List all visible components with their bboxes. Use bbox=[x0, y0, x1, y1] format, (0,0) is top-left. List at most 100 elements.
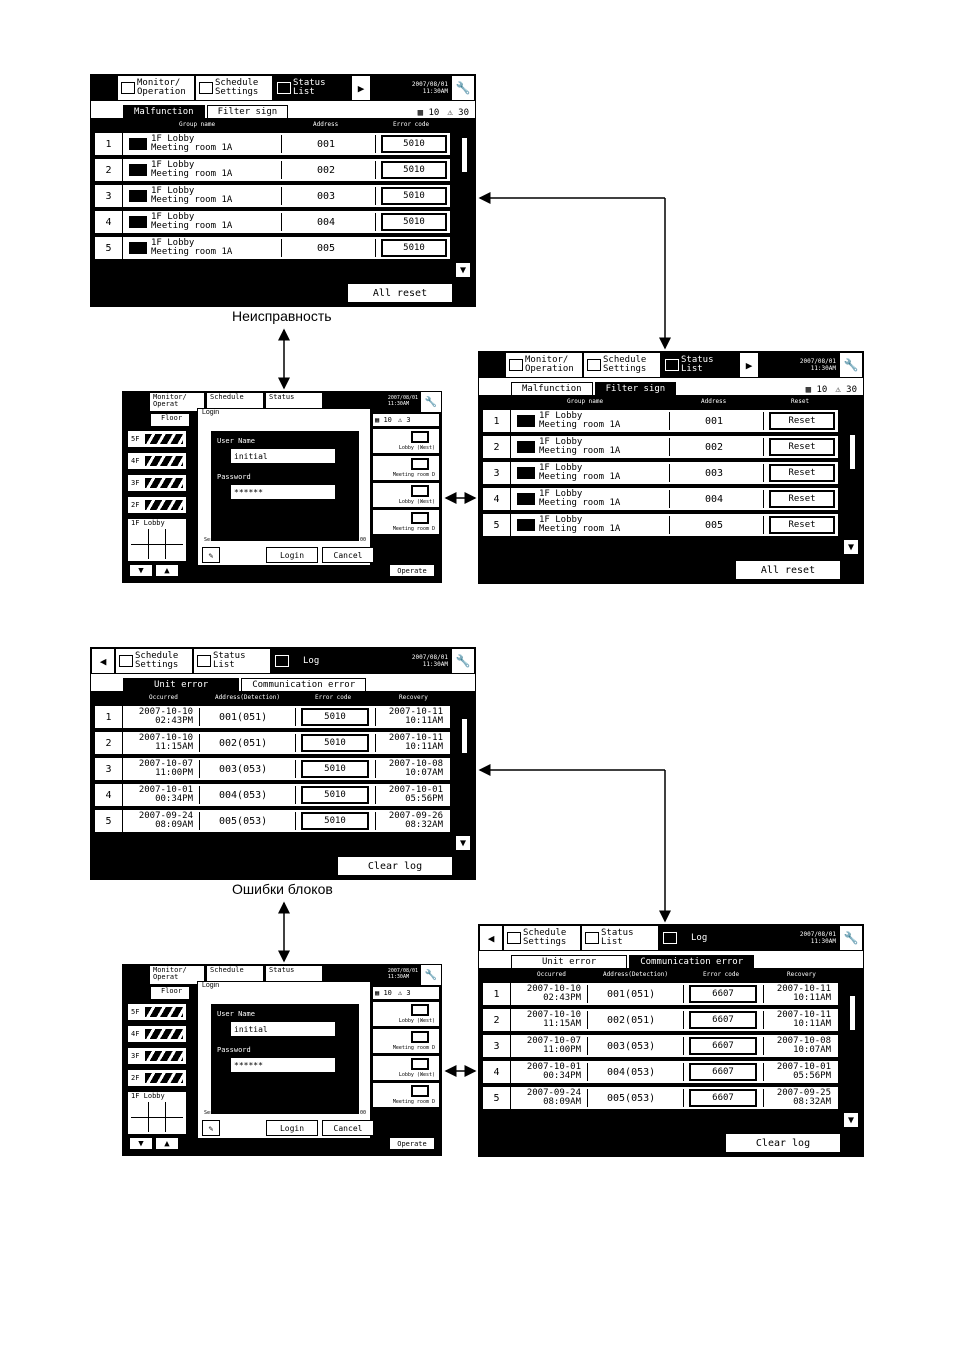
code-button[interactable]: 5010 bbox=[381, 239, 447, 257]
error-code-button[interactable]: 6607 bbox=[689, 1037, 757, 1055]
code-button[interactable]: 5010 bbox=[381, 187, 447, 205]
scroll-down-button[interactable]: ▼ bbox=[455, 262, 471, 278]
scroll-down-button[interactable]: ▼ bbox=[455, 835, 471, 851]
clear-log-button[interactable]: Clear log bbox=[725, 1133, 841, 1153]
scrollbar[interactable] bbox=[845, 401, 859, 523]
log-button[interactable]: Log bbox=[271, 648, 371, 674]
code-button[interactable]: Reset bbox=[769, 412, 835, 430]
code-button[interactable]: Reset bbox=[769, 490, 835, 508]
scrollbar[interactable] bbox=[845, 974, 859, 1096]
floor-item[interactable]: 2F bbox=[127, 1069, 187, 1087]
error-code-button[interactable]: 6607 bbox=[689, 1063, 757, 1081]
scroll-down-button[interactable]: ▼ bbox=[843, 1112, 859, 1128]
error-code-button[interactable]: 5010 bbox=[301, 760, 369, 778]
scrollbar[interactable] bbox=[457, 124, 471, 246]
status-list-button[interactable]: Status List bbox=[581, 925, 659, 951]
tab-unit-error[interactable]: Unit error bbox=[511, 955, 628, 968]
error-code-button[interactable]: 5010 bbox=[301, 786, 369, 804]
floor-item[interactable]: 2F bbox=[127, 496, 187, 514]
wrench-icon[interactable]: 🔧 bbox=[421, 392, 441, 412]
tab-malfunction[interactable]: Malfunction bbox=[123, 105, 205, 118]
floor-item[interactable]: 4F bbox=[127, 452, 187, 470]
schedule-settings-button[interactable]: Schedule Settings bbox=[115, 648, 193, 674]
tab-malfunction[interactable]: Malfunction bbox=[511, 382, 593, 395]
status-list-button[interactable]: Status List bbox=[193, 648, 271, 674]
status-list-button[interactable]: Status List bbox=[273, 75, 351, 101]
operate-button[interactable]: Operate bbox=[389, 564, 435, 577]
keyboard-icon[interactable]: ✎ bbox=[202, 547, 220, 563]
group-tile[interactable]: Meeting room D bbox=[373, 1083, 439, 1107]
monitor-operation-button[interactable]: Monitor/ Operat bbox=[149, 392, 205, 412]
scrollbar[interactable] bbox=[457, 697, 471, 819]
floor-item[interactable]: 3F bbox=[127, 1047, 187, 1065]
wrench-icon[interactable]: 🔧 bbox=[451, 648, 475, 674]
up-arrow-button[interactable]: ▲ bbox=[155, 1137, 179, 1150]
user-name-field[interactable]: initial bbox=[231, 1022, 335, 1036]
group-tile[interactable]: Lobby (West) bbox=[373, 483, 439, 507]
cancel-button[interactable]: Cancel bbox=[322, 1120, 374, 1136]
group-tile[interactable]: Lobby (West) bbox=[373, 1002, 439, 1026]
schedule-settings-button[interactable]: Schedule Settings bbox=[503, 925, 581, 951]
floor-item[interactable]: 5F bbox=[127, 430, 187, 448]
password-field[interactable]: ****** bbox=[231, 1058, 335, 1072]
code-button[interactable]: 5010 bbox=[381, 135, 447, 153]
monitor-operation-button[interactable]: Monitor/ Operat bbox=[149, 965, 205, 985]
wrench-icon[interactable]: 🔧 bbox=[421, 965, 441, 985]
code-button[interactable]: 5010 bbox=[381, 213, 447, 231]
error-code-button[interactable]: 6607 bbox=[689, 985, 757, 1003]
monitor-operation-button[interactable]: Monitor/ Operation bbox=[505, 352, 583, 378]
group-tile[interactable]: Meeting room D bbox=[373, 1029, 439, 1053]
error-code-button[interactable]: 5010 bbox=[301, 812, 369, 830]
group-tile[interactable]: Lobby (West) bbox=[373, 1056, 439, 1080]
floor-item[interactable]: 3F bbox=[127, 474, 187, 492]
group-tile[interactable]: Meeting room D bbox=[373, 456, 439, 480]
tab-unit-error[interactable]: Unit error bbox=[123, 678, 240, 691]
code-button[interactable]: Reset bbox=[769, 438, 835, 456]
code-button[interactable]: Reset bbox=[769, 516, 835, 534]
login-button[interactable]: Login bbox=[266, 547, 318, 563]
group-tile[interactable]: Meeting room D bbox=[373, 510, 439, 534]
floor-item[interactable]: 5F bbox=[127, 1003, 187, 1021]
error-code-button[interactable]: 6607 bbox=[689, 1011, 757, 1029]
clear-log-button[interactable]: Clear log bbox=[337, 856, 453, 876]
scroll-down-button[interactable]: ▼ bbox=[843, 539, 859, 555]
all-reset-button[interactable]: All reset bbox=[735, 560, 841, 580]
tab-filter-sign[interactable]: Filter sign bbox=[594, 382, 677, 395]
error-code-button[interactable]: 5010 bbox=[301, 734, 369, 752]
wrench-icon[interactable]: 🔧 bbox=[451, 75, 475, 101]
next-arrow-button[interactable]: ▶ bbox=[351, 75, 371, 101]
error-code-button[interactable]: 6607 bbox=[689, 1089, 757, 1107]
login-button[interactable]: Login bbox=[266, 1120, 318, 1136]
code-button[interactable]: Reset bbox=[769, 464, 835, 482]
floor-item[interactable]: 4F bbox=[127, 1025, 187, 1043]
back-arrow-button[interactable]: ◀ bbox=[91, 648, 115, 674]
user-name-field[interactable]: initial bbox=[231, 449, 335, 463]
back-arrow-button[interactable]: ◀ bbox=[479, 925, 503, 951]
next-arrow-button[interactable]: ▶ bbox=[739, 352, 759, 378]
lobby-block[interactable]: 1F Lobby bbox=[127, 518, 187, 562]
keyboard-icon[interactable]: ✎ bbox=[202, 1120, 220, 1136]
lobby-block[interactable]: 1F Lobby bbox=[127, 1091, 187, 1135]
status-list-button[interactable]: Status List bbox=[661, 352, 739, 378]
tab-communication-error[interactable]: Communication error bbox=[629, 955, 755, 968]
up-arrow-button[interactable]: ▲ bbox=[155, 564, 179, 577]
password-field[interactable]: ****** bbox=[231, 485, 335, 499]
down-arrow-button[interactable]: ▼ bbox=[129, 564, 153, 577]
log-button[interactable]: Log bbox=[659, 925, 759, 951]
tab-filter-sign[interactable]: Filter sign bbox=[206, 105, 289, 118]
operate-button[interactable]: Operate bbox=[389, 1137, 435, 1150]
all-reset-button[interactable]: All reset bbox=[347, 283, 453, 303]
group-tile[interactable]: Lobby (West) bbox=[373, 429, 439, 453]
schedule-settings-button[interactable]: Schedule Settings bbox=[583, 352, 661, 378]
monitor-operation-button[interactable]: Monitor/ Operation bbox=[117, 75, 195, 101]
error-code-button[interactable]: 5010 bbox=[301, 708, 369, 726]
schedule-settings-button[interactable]: Schedule Settings bbox=[195, 75, 273, 101]
code-button[interactable]: 5010 bbox=[381, 161, 447, 179]
cancel-button[interactable]: Cancel bbox=[322, 547, 374, 563]
wrench-icon[interactable]: 🔧 bbox=[839, 352, 863, 378]
down-arrow-button[interactable]: ▼ bbox=[129, 1137, 153, 1150]
wrench-icon[interactable]: 🔧 bbox=[839, 925, 863, 951]
tab-communication-error[interactable]: Communication error bbox=[241, 678, 367, 691]
